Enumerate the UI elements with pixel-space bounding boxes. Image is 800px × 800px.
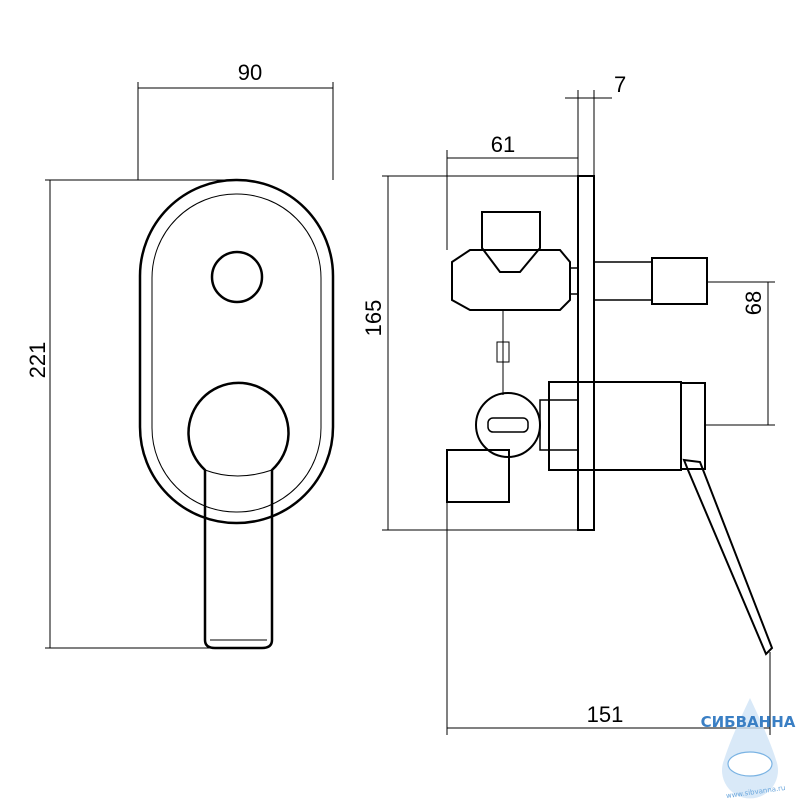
side-lever [682, 458, 774, 656]
upper-valve [451, 249, 571, 311]
handle-collar [680, 382, 706, 470]
handle [187, 381, 290, 650]
bathtub-icon [727, 751, 773, 777]
spindle [593, 261, 653, 301]
lower-body [446, 449, 510, 503]
label-68: 68 [741, 291, 766, 315]
outlet-nut [651, 257, 708, 305]
dim-90 [137, 82, 334, 180]
upper-valve-cap [481, 211, 541, 273]
watermark-brand: СИБВАННА [701, 713, 796, 731]
cartridge-body [475, 392, 541, 458]
label-90: 90 [238, 60, 262, 85]
cover-plate-inner [151, 193, 322, 513]
label-61: 61 [491, 132, 515, 157]
label-221: 221 [25, 342, 50, 379]
dim-7 [565, 90, 612, 176]
handle-sleeve [548, 381, 682, 471]
label-165: 165 [361, 300, 386, 337]
dim-61 [446, 150, 578, 250]
cartridge-slot [487, 417, 529, 433]
diverter-button [210, 250, 264, 304]
dim-68 [705, 281, 775, 426]
pipe-clip [496, 341, 510, 363]
handle-detail [204, 469, 273, 641]
dim-221 [45, 179, 240, 649]
cover-plate [138, 178, 335, 525]
watermark-logo: СИБВАННА www.sibvanna.ru [701, 698, 796, 800]
upper-connector [569, 267, 579, 295]
label-7: 7 [614, 72, 626, 97]
lower-connector [539, 399, 579, 451]
label-151: 151 [587, 702, 624, 727]
side-view [446, 175, 774, 656]
wall-plate [577, 175, 595, 531]
dim-151 [446, 502, 771, 735]
front-view [138, 178, 335, 650]
dim-165 [382, 175, 447, 531]
